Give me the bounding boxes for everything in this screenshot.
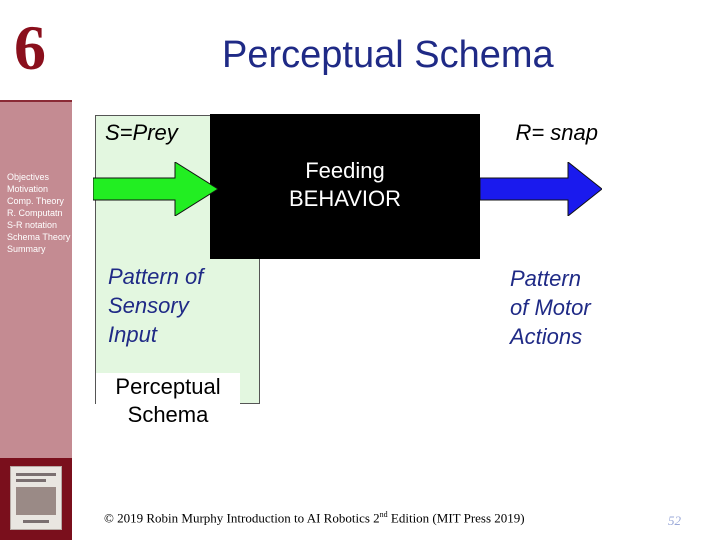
sensory-line-1: Pattern of xyxy=(108,264,204,289)
sidebar-item-summary[interactable]: Summary xyxy=(7,244,46,254)
footer-superscript: nd xyxy=(379,510,388,519)
behavior-label: Feeding BEHAVIOR xyxy=(270,157,420,213)
sidebar-item-motivation[interactable]: Motivation xyxy=(7,184,49,194)
perceptual-schema-label: Perceptual Schema xyxy=(96,373,240,429)
behavior-line-1: Feeding xyxy=(305,158,385,183)
book-panel xyxy=(0,458,72,540)
sidebar-item-schema-theory[interactable]: Schema Theory xyxy=(7,232,71,242)
footer-text-end: Edition (MIT Press 2019) xyxy=(387,510,525,526)
book-cover-icon xyxy=(10,466,62,530)
sensory-input-label: Pattern of Sensory Input xyxy=(108,262,203,349)
response-label: R= snap xyxy=(480,120,600,146)
page-number: 52 xyxy=(668,513,681,528)
schema-line-2: Schema xyxy=(127,402,209,427)
motor-line-2: of Motor xyxy=(510,295,591,320)
motor-line-1: Pattern xyxy=(510,266,581,291)
slide-title: Perceptual Schema xyxy=(222,34,554,76)
stimulus-label: S=Prey xyxy=(105,120,178,145)
right-arrow-icon xyxy=(93,162,218,216)
sensory-line-2: Sensory xyxy=(108,293,189,318)
copyright-footer: © 2019 Robin Murphy Introduction to AI R… xyxy=(104,510,525,526)
right-arrow-icon xyxy=(480,162,602,216)
motor-actions-label: Pattern of Motor Actions xyxy=(510,264,591,351)
sidebar-item-comp-theory[interactable]: Comp. Theory xyxy=(7,196,64,206)
sidebar-item-s-r-notation[interactable]: S-R notation xyxy=(7,220,58,230)
sidebar-divider xyxy=(0,100,72,102)
footer-text-start: © 2019 Robin Murphy Introduction to AI R… xyxy=(104,510,380,526)
sidebar-nav: Objectives Motivation Comp. Theory R. Co… xyxy=(7,171,70,255)
behavior-line-2: BEHAVIOR xyxy=(288,186,402,211)
sidebar-item-objectives[interactable]: Objectives xyxy=(7,172,50,182)
motor-line-3: Actions xyxy=(510,324,583,349)
schema-line-1: Perceptual xyxy=(115,374,221,399)
sidebar-item-r-computatn[interactable]: R. Computatn xyxy=(7,208,63,218)
chapter-number: 6 xyxy=(14,12,46,83)
sensory-line-3: Input xyxy=(108,322,157,347)
behavior-box xyxy=(210,114,480,259)
